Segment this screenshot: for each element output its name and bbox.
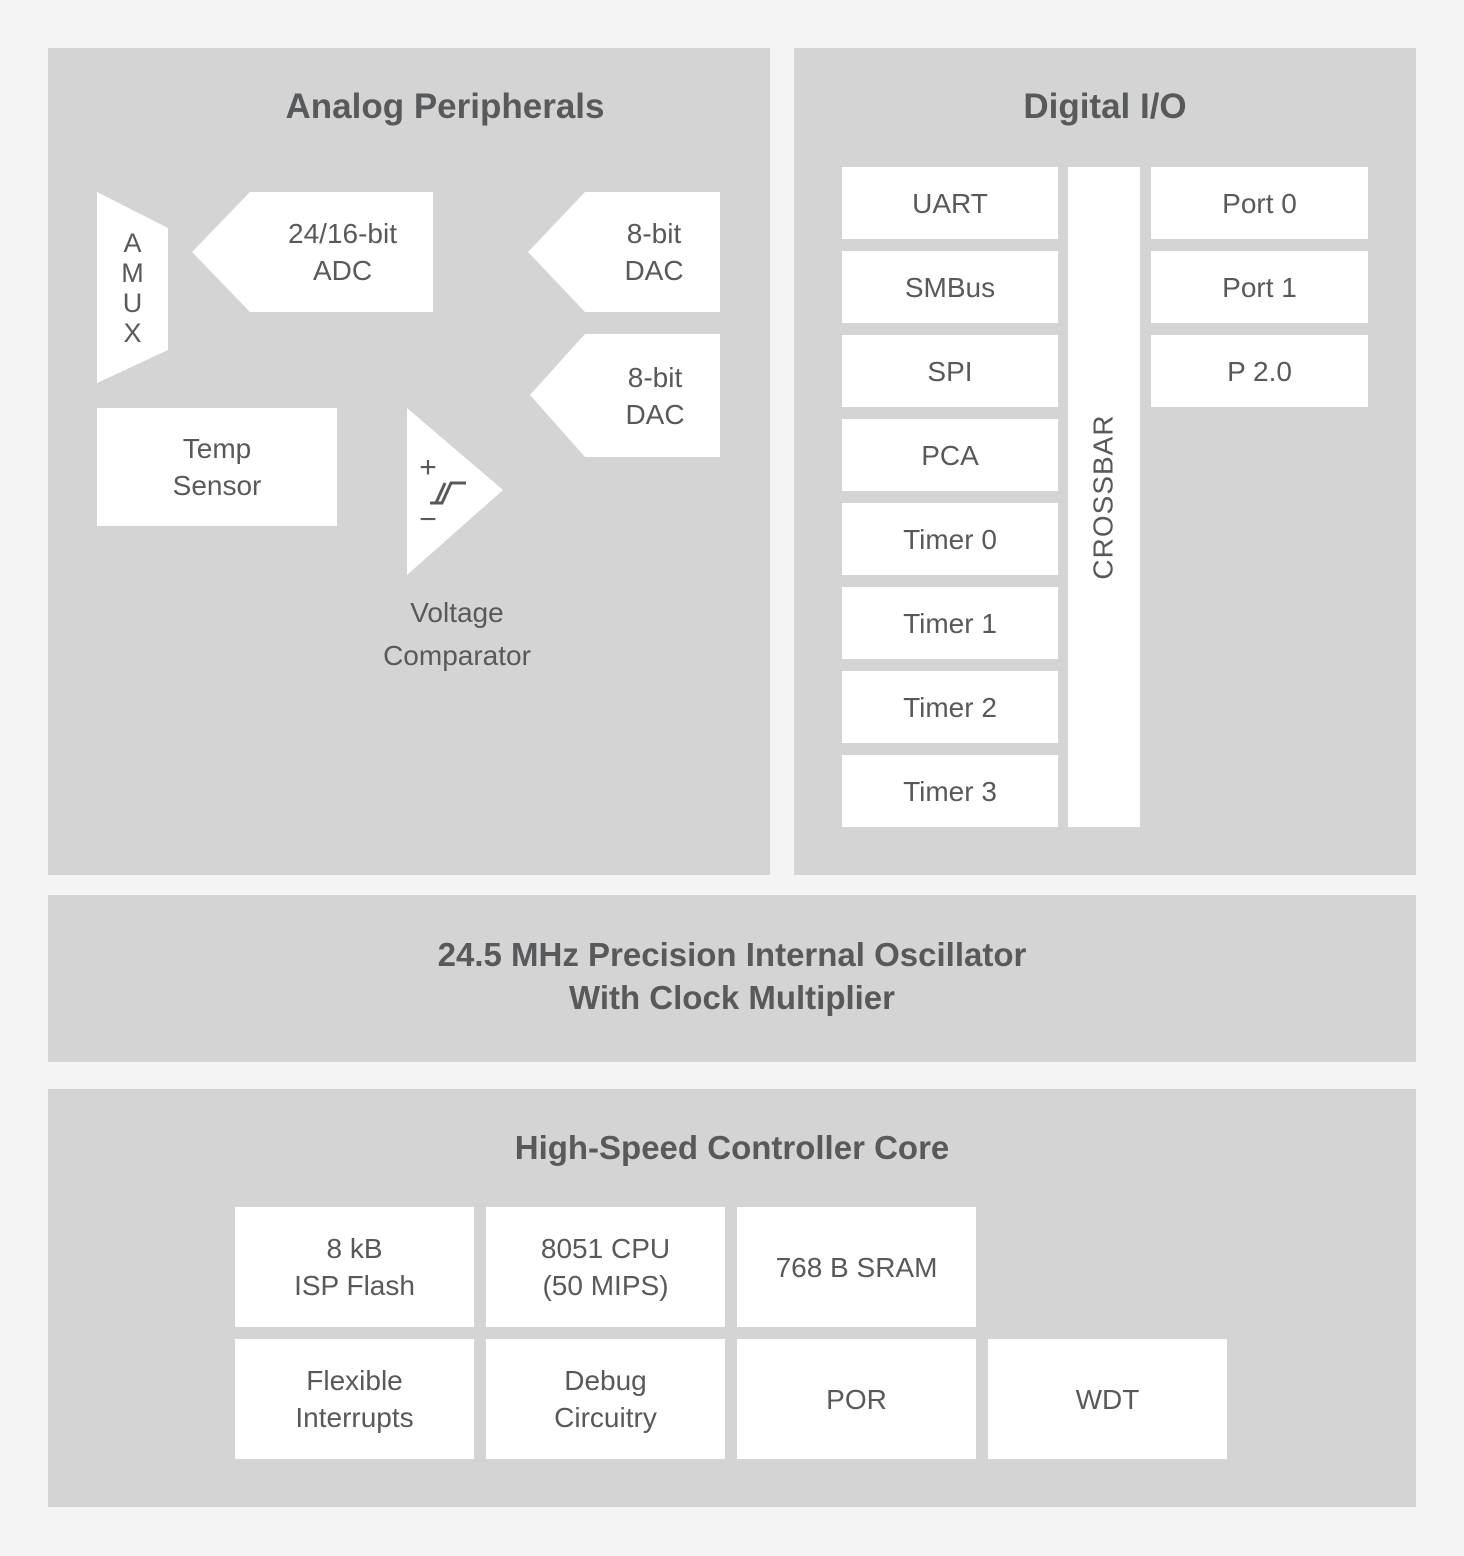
port-box-p20: P 2.0 — [1151, 335, 1368, 407]
core-box-wdt: WDT — [988, 1339, 1227, 1459]
dac-bottom-arrow-shape — [530, 334, 720, 457]
temp-sensor-box: Temp Sensor — [97, 408, 337, 526]
amux-letter: A — [123, 227, 142, 258]
controller-core-panel: High-Speed Controller Core 8 kB ISP Flas… — [48, 1089, 1416, 1507]
analog-panel-title: Analog Peripherals — [285, 87, 605, 126]
oscillator-title: 24.5 MHz Precision Internal Oscillator W… — [437, 936, 1027, 1016]
peripheral-box-uart: UART — [842, 167, 1058, 239]
amux-letter: U — [122, 287, 143, 318]
peripheral-box-timer2: Timer 2 — [842, 671, 1058, 743]
dac-top-arrow-shape — [528, 192, 720, 312]
peripheral-box-timer3: Timer 3 — [842, 755, 1058, 827]
port-box-port0: Port 0 — [1151, 167, 1368, 239]
peripheral-box-smbus: SMBus — [842, 251, 1058, 323]
analog-peripherals-panel: Analog Peripherals A M U X 24/16-bit ADC… — [48, 48, 770, 875]
core-box-cpu: 8051 CPU (50 MIPS) — [486, 1207, 725, 1327]
core-box-debug: Debug Circuitry — [486, 1339, 725, 1459]
amux-shape — [97, 192, 168, 383]
oscillator-band: 24.5 MHz Precision Internal Oscillator W… — [48, 895, 1416, 1062]
crossbar-label-slot: CROSSBAR — [1068, 167, 1140, 827]
adc-arrow-shape — [192, 192, 433, 312]
peripheral-box-timer0: Timer 0 — [842, 503, 1058, 575]
comparator-caption: Voltage Comparator — [383, 597, 531, 671]
amux-letter: X — [123, 317, 142, 348]
peripheral-box-timer1: Timer 1 — [842, 587, 1058, 659]
crossbar-label: CROSSBAR — [1088, 414, 1119, 580]
core-box-sram: 768 B SRAM — [737, 1207, 976, 1327]
core-panel-title: High-Speed Controller Core — [514, 1129, 950, 1166]
comparator-plus-sign: + — [419, 451, 437, 484]
amux-letter: M — [121, 257, 144, 288]
port-box-port1: Port 1 — [1151, 251, 1368, 323]
core-box-interrupts: Flexible Interrupts — [235, 1339, 474, 1459]
core-box-por: POR — [737, 1339, 976, 1459]
adc-label: 24/16-bit ADC — [288, 218, 397, 286]
comparator-triangle-shape — [407, 408, 503, 575]
dac-bottom-label: 8-bit DAC — [625, 361, 685, 430]
amux-label: A M U X — [97, 192, 168, 383]
digital-io-panel: Digital I/O UART SMBus SPI PCA Timer 0 T… — [794, 48, 1416, 875]
comparator-minus-sign: − — [419, 503, 437, 536]
hysteresis-icon — [430, 481, 466, 505]
crossbar-bar — [1068, 167, 1140, 827]
core-box-isp-flash: 8 kB ISP Flash — [235, 1207, 474, 1327]
peripheral-box-pca: PCA — [842, 419, 1058, 491]
peripheral-box-spi: SPI — [842, 335, 1058, 407]
digital-panel-title: Digital I/O — [1023, 87, 1187, 126]
dac-top-label: 8-bit DAC — [624, 218, 684, 286]
